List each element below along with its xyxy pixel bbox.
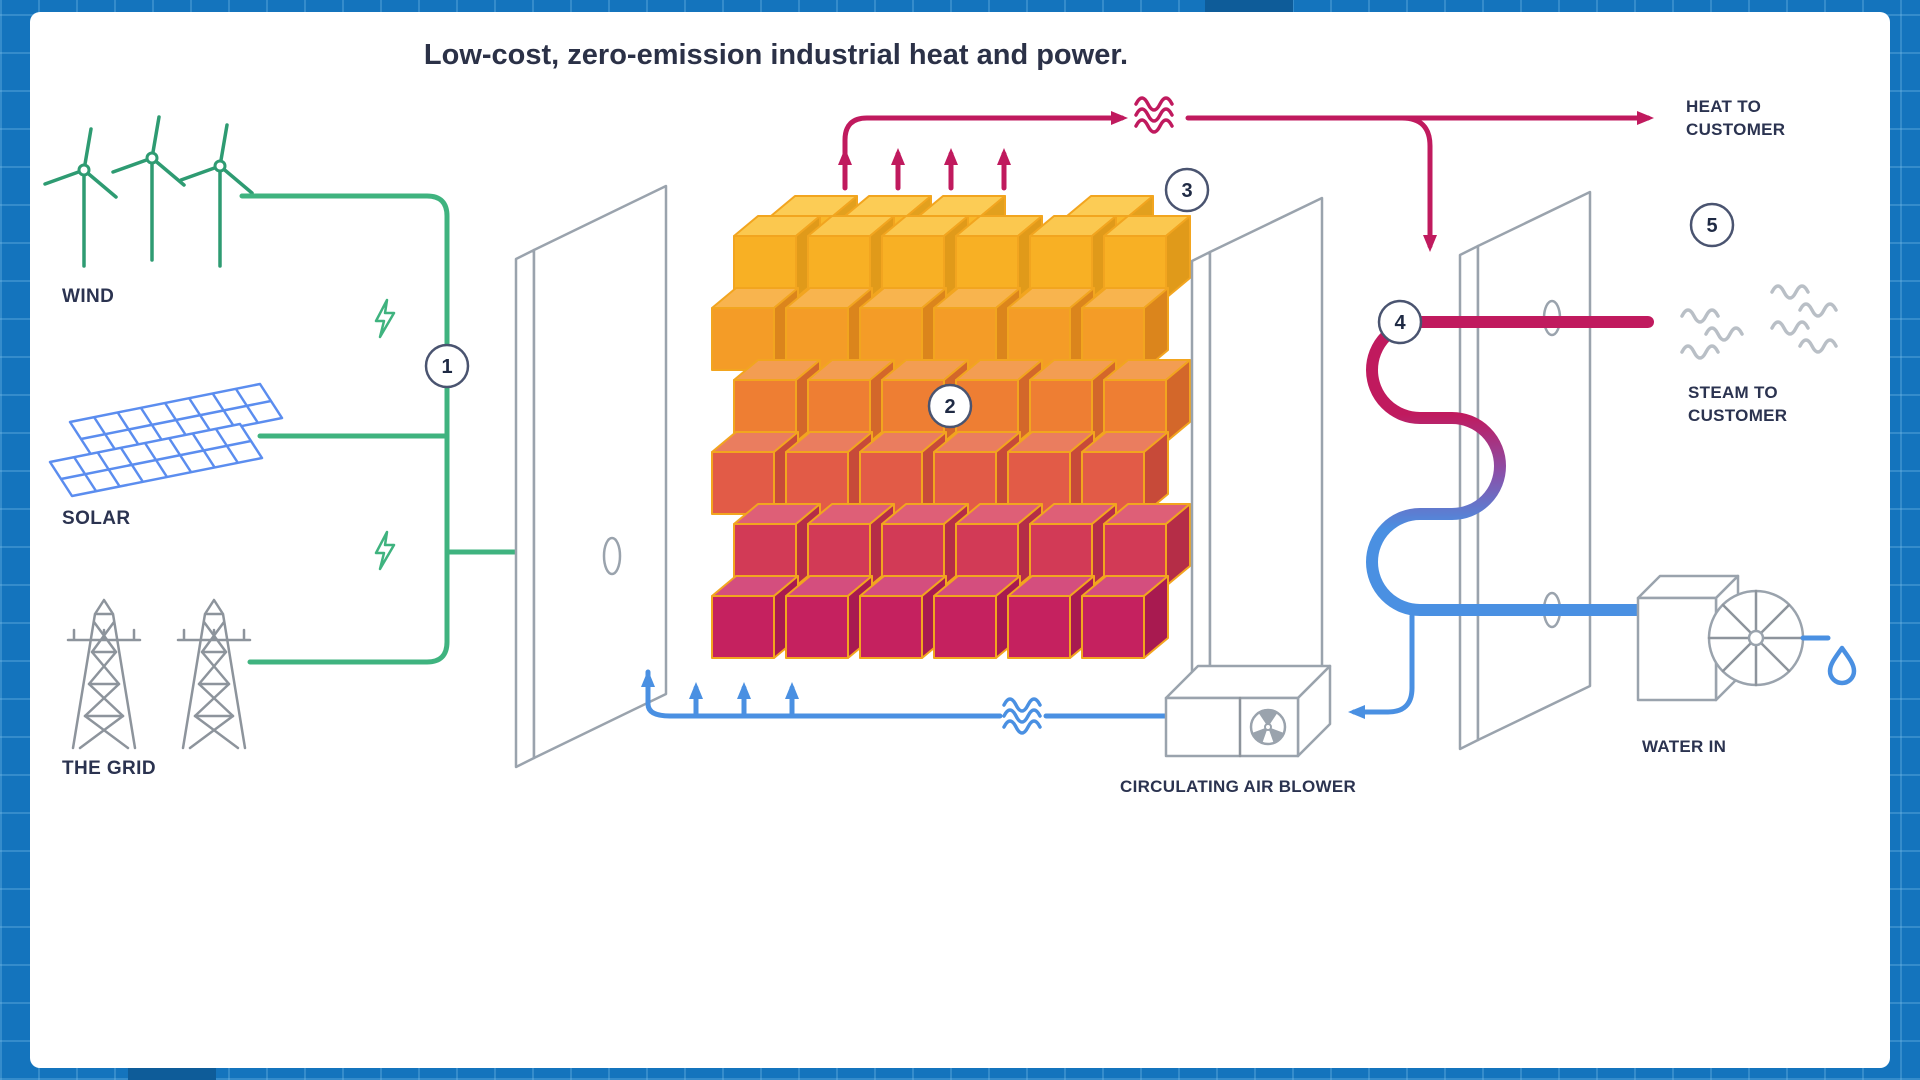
enclosure-panel-middle xyxy=(1190,196,1324,757)
solar-label: SOLAR xyxy=(62,508,131,529)
steam-to-customer-label-line1: STEAM TO xyxy=(1688,383,1778,402)
heat-to-customer-label-line2: CUSTOMER xyxy=(1686,120,1785,139)
cold-air-flow xyxy=(641,613,1415,733)
pipe-hole xyxy=(602,536,622,576)
frame-accent-top xyxy=(1205,0,1293,12)
hot-air-flow xyxy=(838,98,1654,252)
heat-exchanger-coil xyxy=(1366,316,1654,616)
svg-text:5: 5 xyxy=(1706,215,1717,237)
step-2-badge: 2 xyxy=(927,383,973,429)
svg-text:4: 4 xyxy=(1394,312,1406,334)
grid-towers-icon xyxy=(66,598,252,750)
solar-panels-icon xyxy=(48,382,284,498)
frame-accent-bottom xyxy=(128,1068,216,1080)
pump-fan-icon xyxy=(1707,589,1805,687)
water-in-label: WATER IN xyxy=(1642,737,1726,756)
water-droplet-icon xyxy=(1827,645,1857,686)
steam-to-customer-label-line2: CUSTOMER xyxy=(1688,406,1787,425)
blower-label: CIRCULATING AIR BLOWER xyxy=(1120,777,1356,796)
enclosure-panel-left xyxy=(514,184,668,769)
heat-to-customer-label-line1: HEAT TO xyxy=(1686,97,1761,116)
svg-text:3: 3 xyxy=(1181,180,1192,202)
svg-text:2: 2 xyxy=(944,396,955,418)
enclosure-panel-right xyxy=(1458,190,1592,751)
grid-label: THE GRID xyxy=(62,758,156,779)
svg-text:1: 1 xyxy=(441,356,452,378)
circulating-air-blower xyxy=(1164,664,1332,758)
wind-label: WIND xyxy=(62,286,114,307)
step-4-badge: 4 xyxy=(1377,299,1423,345)
wind-turbines-icon xyxy=(43,115,254,268)
page-title: Low-cost, zero-emission industrial heat … xyxy=(424,39,1128,71)
step-1-badge: 1 xyxy=(424,343,470,389)
water-pump-unit xyxy=(1636,574,1857,702)
step-5-badge: 5 xyxy=(1689,202,1735,248)
fan-icon xyxy=(1249,708,1287,746)
step-3-badge: 3 xyxy=(1164,167,1210,213)
